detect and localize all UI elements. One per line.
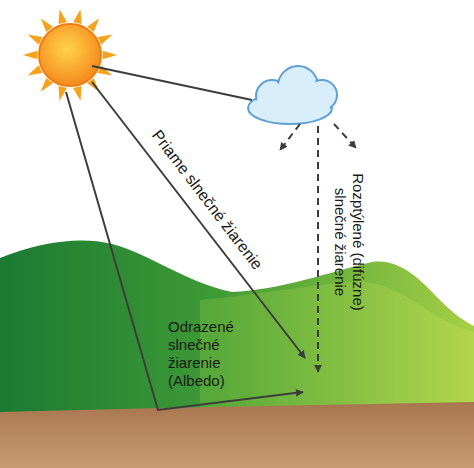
diffuse-radiation-label: Rozptýlené (difúzne) slnečné žiarenie [331, 156, 367, 328]
sun-rays [23, 9, 117, 101]
hill-back [0, 240, 474, 468]
sun-ray [23, 51, 37, 60]
direct-radiation-label: Priame slnečné žiarenie [136, 111, 278, 289]
sun [39, 24, 101, 86]
cloud [248, 66, 337, 124]
sun-ray [28, 65, 43, 75]
sun-ray [28, 35, 43, 45]
sun-ray [59, 9, 67, 24]
radiation-lines [66, 66, 356, 410]
sun-ray [73, 9, 81, 24]
ground [0, 402, 474, 468]
sun-ray [73, 86, 81, 101]
sun-ray [103, 51, 117, 60]
albedo-label: Odrazené slnečné žiarenie (Albedo) [168, 318, 258, 390]
sun-ray [98, 35, 113, 45]
